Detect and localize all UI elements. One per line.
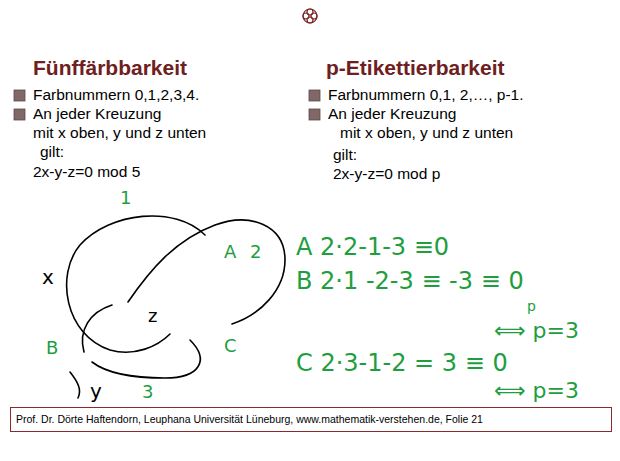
- handwritten-note: B 2·1 -2-3 ≡ -3 ≡ 0: [296, 268, 524, 296]
- bullet-text: mit x oben, y und z unten: [340, 124, 513, 142]
- knot-label: x: [40, 266, 56, 289]
- handwritten-note: p: [527, 298, 536, 314]
- knot-label: C: [222, 336, 239, 357]
- handwritten-note: ⟺ p=3: [494, 378, 579, 403]
- bullet-text: gilt:: [40, 143, 64, 161]
- knot-label: y: [88, 380, 104, 403]
- column-heading: p-Etikettierbarkeit: [326, 56, 505, 80]
- knot-label: A: [222, 242, 238, 263]
- bullet-text: mit x oben, y und z unten: [33, 124, 206, 142]
- knot-label: 2: [248, 242, 263, 263]
- handwritten-note: C 2·3-1-2 = 3 ≡ 0: [296, 350, 508, 378]
- bullet-text: Farbnummern 0,1, 2,…, p-1.: [328, 86, 524, 104]
- handwritten-note: A 2·2-1-3 ≡0: [296, 234, 449, 262]
- knot-drawing: [67, 216, 285, 398]
- footer-box: Prof. Dr. Dörte Haftendorn, Leuphana Uni…: [10, 407, 612, 432]
- column-heading: Fünffärbbarkeit: [33, 56, 187, 80]
- bullet-text: gilt:: [333, 146, 357, 164]
- slide-symbol: [303, 9, 317, 23]
- knot-label: z: [146, 306, 159, 327]
- bullet-text: Farbnummern 0,1,2,3,4.: [33, 86, 199, 104]
- bullet-text: An jeder Kreuzung: [33, 105, 161, 123]
- knot-label: 1: [118, 188, 133, 209]
- bullet-text: An jeder Kreuzung: [328, 105, 456, 123]
- bullet-text: 2x-y-z=0 mod p: [333, 165, 440, 183]
- bullet-text: 2x-y-z=0 mod 5: [33, 163, 140, 181]
- footer-text: Prof. Dr. Dörte Haftendorn, Leuphana Uni…: [16, 413, 606, 425]
- handwritten-note: ⟺ p=3: [494, 318, 579, 343]
- knot-label: 3: [140, 382, 155, 403]
- knot-label: B: [44, 338, 60, 359]
